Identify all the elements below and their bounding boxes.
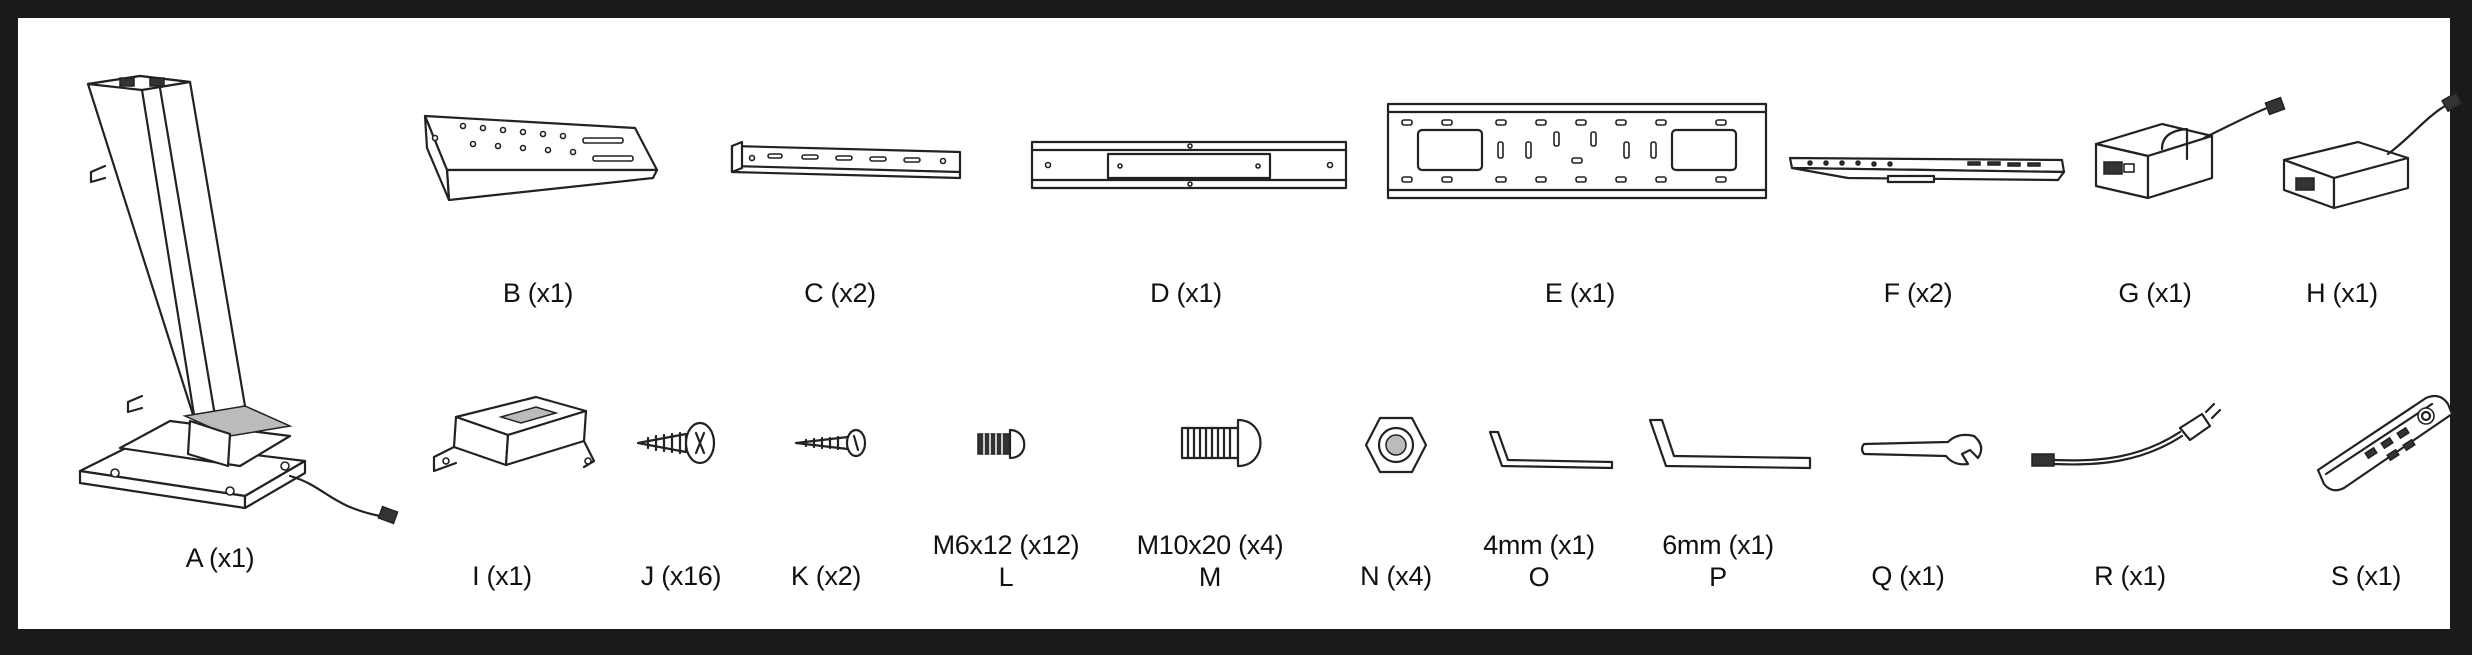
part-h [2280,78,2470,210]
m6-bolt-icon [977,428,1026,460]
flat-rail-icon [1788,156,2066,184]
power-adapter-icon [2282,91,2463,210]
part-b-label: B (x1) [502,278,574,308]
support-bracket-icon [423,114,659,202]
part-q-label: Q (x1) [1871,561,1945,591]
part-o [1486,428,1616,472]
part-k-label: K (x2) [790,561,862,591]
part-q [1858,430,1988,468]
m10-bolt-icon [1180,418,1262,468]
mounting-plate-icon [1386,102,1768,200]
part-l-spec: M6x12 (x12) [932,530,1080,560]
part-a-label: A (x1) [185,543,255,573]
part-d [1030,140,1348,192]
part-p [1648,416,1814,472]
allen-key-4mm-icon [1488,430,1614,470]
wrench-icon [1860,433,1983,466]
part-b [413,108,663,203]
part-g [2092,94,2292,204]
part-l [976,428,1032,460]
part-c-label: C (x2) [804,278,876,308]
part-m [1180,418,1266,468]
part-f [1788,152,2068,188]
part-l-label: L [998,562,1014,592]
part-h-label: H (x1) [2306,278,2378,308]
part-e-label: E (x1) [1544,278,1616,308]
small-screw-icon [794,428,867,458]
part-r-label: R (x1) [2094,561,2166,591]
part-j-label: J (x16) [640,561,722,591]
slotted-bar-icon [730,140,962,180]
part-m-spec: M10x20 (x4) [1136,530,1284,560]
part-p-label: P [1709,562,1727,592]
part-o-label: O [1528,562,1550,592]
part-k [794,428,870,458]
part-r [2030,398,2230,476]
power-cable-icon [2031,402,2222,467]
part-c [728,140,963,190]
part-a [78,74,410,536]
column-lift-icon [78,74,399,525]
allen-key-6mm-icon [1648,418,1812,470]
cross-plate-icon [1030,140,1348,190]
part-n-label: N (x4) [1360,561,1432,591]
part-g-label: G (x1) [2118,278,2192,308]
part-f-label: F (x2) [1883,278,1953,308]
wood-screw-icon [636,421,716,465]
control-box-icon [2094,96,2286,200]
part-s-label: S (x1) [2330,561,2402,591]
clamp-bracket-icon [432,395,596,473]
part-e [1386,102,1768,200]
part-i [426,393,596,483]
part-m-label: M [1198,562,1222,592]
part-d-label: D (x1) [1150,278,1222,308]
part-p-spec: 6mm (x1) [1662,530,1774,560]
remote-control-icon [2316,394,2454,492]
part-i-label: I (x1) [472,561,532,591]
part-n [1364,416,1428,474]
part-s [2314,392,2456,496]
part-j [634,418,724,468]
part-o-spec: 4mm (x1) [1483,530,1595,560]
hex-nut-icon [1364,416,1428,474]
